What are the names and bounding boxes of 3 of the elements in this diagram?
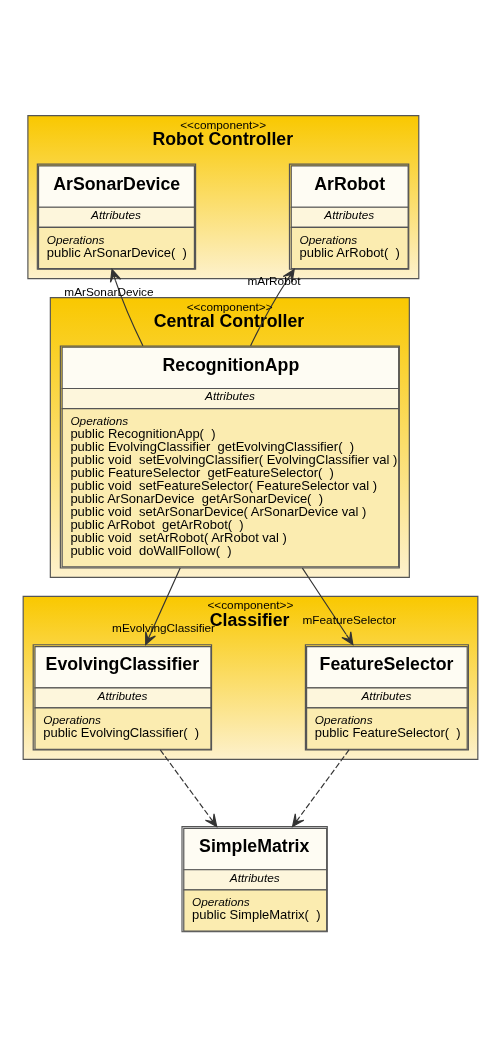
arrow xyxy=(144,567,181,645)
arrow xyxy=(109,268,143,346)
edge-label: mArSonarDevice xyxy=(63,284,153,299)
